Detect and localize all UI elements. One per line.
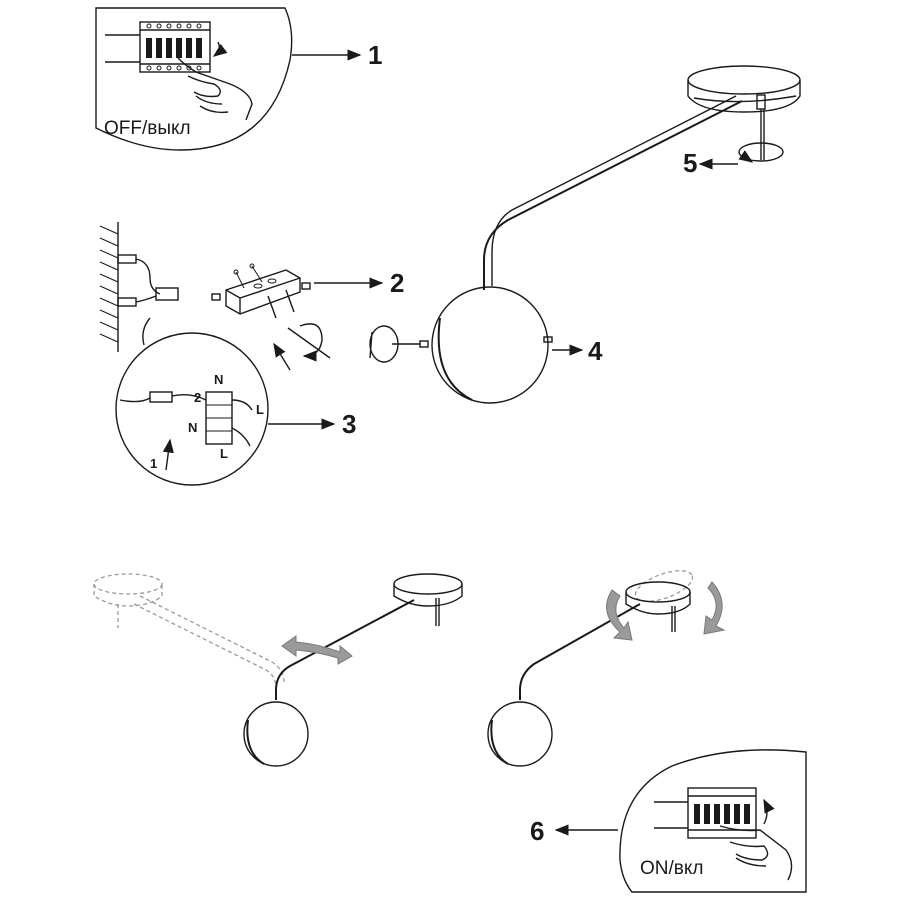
breaker-box-icon — [105, 21, 228, 73]
rotate-adjust-view — [487, 570, 726, 767]
power-off-panel: OFF/выкл — [95, 7, 293, 151]
globe-shade — [431, 286, 549, 404]
hand-on-icon — [719, 825, 793, 881]
step-5-label: 5 — [683, 148, 697, 178]
power-on-panel: ON/вкл — [619, 749, 807, 893]
power-on-panel-frame — [619, 749, 807, 893]
power-off-panel-frame — [95, 7, 293, 151]
rotate-arrows-icon — [606, 581, 726, 641]
wire-n-top: N — [214, 372, 223, 387]
step-1-label: 1 — [368, 40, 382, 70]
hand-icon — [177, 57, 253, 121]
off-caption: OFF/выкл — [104, 118, 191, 139]
swing-adjust-view — [93, 573, 463, 767]
lamp-position — [243, 573, 463, 767]
wire-l-top: L — [256, 402, 264, 417]
wire-n-bottom: N — [188, 420, 197, 435]
on-caption: ON/вкл — [640, 858, 704, 879]
step-6-label: 6 — [530, 816, 544, 846]
mounting-bracket — [225, 263, 301, 315]
mounted-lamp — [431, 65, 801, 404]
side-screw-icon — [543, 336, 553, 343]
screw-post — [756, 94, 766, 160]
wall-section — [99, 222, 119, 352]
swing-arrow-icon — [281, 635, 353, 665]
step-4-label: 4 — [588, 336, 603, 366]
wire-l-bottom: L — [220, 446, 228, 461]
lamp-arm — [483, 95, 743, 290]
bracket-screws-icon — [211, 282, 311, 319]
ghost-lamp — [93, 573, 285, 689]
substep-1-label: 1 — [150, 456, 157, 471]
ceiling-canopy — [687, 65, 801, 113]
wall-wiring — [99, 222, 179, 352]
substep-2-label: 2 — [194, 390, 201, 405]
wiring-detail-circle: N L N L 2 1 — [115, 317, 269, 486]
step-2-label: 2 — [390, 268, 404, 298]
screwdriver-icon — [369, 325, 429, 363]
screwdriver-rotate-icon — [273, 323, 331, 371]
step-3-label: 3 — [342, 409, 356, 439]
breaker-box-on-icon — [654, 787, 775, 839]
rotate-icon — [738, 142, 784, 163]
